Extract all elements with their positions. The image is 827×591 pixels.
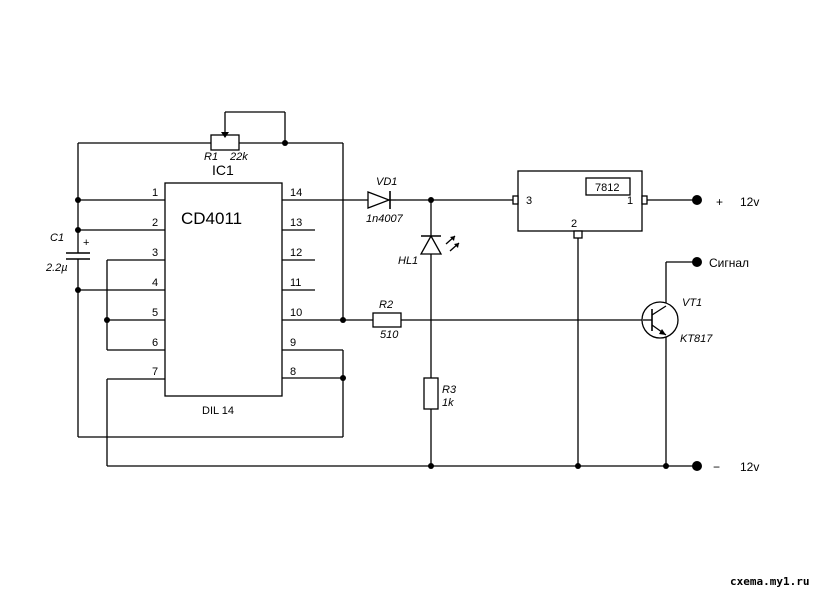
vt1-value: KT817 (680, 333, 713, 345)
r2-value: 510 (380, 329, 399, 341)
terminals: + 12v Сигнал − 12v (692, 195, 759, 474)
ic-pin-label: 5 (152, 307, 158, 319)
c1-polarity: + (83, 237, 89, 249)
ic-pin-label: 8 (290, 366, 296, 378)
regulator-pin-out: 1 (627, 195, 633, 207)
c1-value: 2.2µ (45, 262, 68, 274)
r3-name: R3 (442, 384, 457, 396)
ic-pin-label: 10 (290, 307, 302, 319)
c1-name: C1 (50, 232, 64, 244)
ic-pin-label: 3 (152, 247, 158, 259)
ic-chip-label: CD4011 (181, 209, 242, 228)
r3-resistor: R3 1k (423, 377, 457, 410)
r1-potentiometer: R1 22k (204, 132, 248, 163)
ic-pin-label: 13 (290, 217, 302, 229)
plus-voltage-label: 12v (740, 195, 759, 209)
ic-pin-label: 11 (290, 277, 301, 289)
regulator-pin-in: 3 (526, 195, 532, 207)
vd1-name: VD1 (376, 176, 397, 188)
ic-pin-label: 14 (290, 187, 302, 199)
junctions (75, 140, 669, 469)
ic-pin-label: 4 (152, 277, 158, 289)
c1-capacitor: + C1 2.2µ (45, 232, 90, 274)
minus-voltage-label: 12v (740, 460, 759, 474)
watermark: схema.my1.ru (730, 575, 809, 588)
vt1-transistor: VT1 KT817 (641, 297, 713, 345)
hl1-led: HL1 (398, 234, 460, 267)
ic-pin-label: 2 (152, 217, 158, 229)
r3-value: 1k (442, 397, 454, 409)
ic-pin-label: 9 (290, 337, 296, 349)
hl1-name: HL1 (398, 255, 418, 267)
vt1-name: VT1 (682, 297, 702, 309)
vd1-diode: VD1 1n4007 (366, 176, 404, 225)
r1-name: R1 (204, 151, 218, 163)
ic-pin-label: 6 (152, 337, 158, 349)
r2-name: R2 (379, 299, 393, 311)
r2-resistor: R2 510 (372, 299, 402, 341)
ic-pin-label: 7 (152, 366, 158, 378)
ic-pin-label: 12 (290, 247, 302, 259)
minus-sign: − (713, 460, 720, 474)
ic-package-label: DIL 14 (202, 405, 234, 417)
ic-pin-label: 1 (152, 187, 158, 199)
plus-sign: + (716, 195, 723, 209)
ic1-chip: CD4011 IC1 DIL 14 1 2 3 4 5 6 7 14 13 12… (152, 162, 302, 417)
vd1-value: 1n4007 (366, 213, 404, 225)
voltage-regulator: 7812 3 2 1 (512, 170, 648, 239)
signal-label: Сигнал (709, 256, 749, 270)
regulator-name: 7812 (595, 182, 619, 194)
wires (77, 111, 697, 467)
regulator-pin-gnd: 2 (571, 218, 577, 230)
r1-value: 22k (229, 151, 248, 163)
ic-name-label: IC1 (212, 162, 234, 178)
